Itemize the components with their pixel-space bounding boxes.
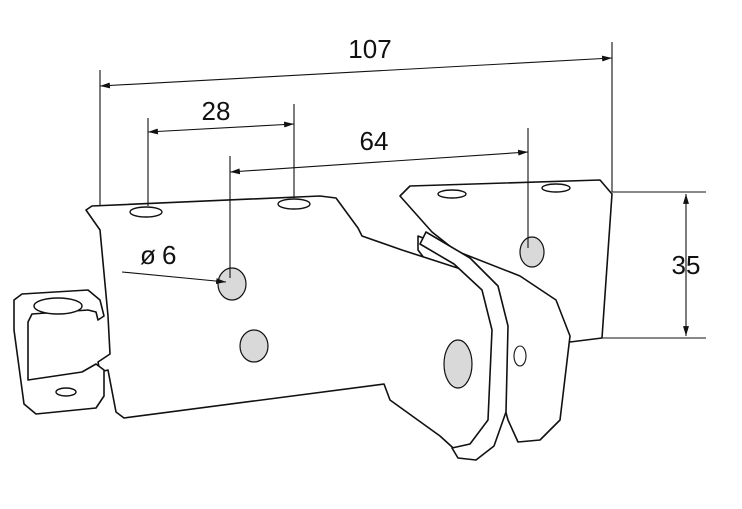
hole-dia-6 [217, 267, 247, 301]
dim-107-line [99, 55, 613, 89]
tab-hole-upper [33, 297, 83, 315]
dim-35-label: 35 [672, 250, 701, 280]
mounting-tab [13, 289, 105, 415]
dim-28-line [147, 121, 295, 135]
slot-hole-1 [129, 206, 163, 218]
dimension-lines [99, 42, 706, 339]
dim-64-line [229, 149, 529, 175]
tab-hole-lower [55, 387, 77, 397]
dim-28-label: 28 [202, 96, 231, 126]
pivot-hole [443, 339, 473, 389]
pivot-pin [513, 345, 527, 367]
face-hole-lower [239, 329, 269, 363]
dim-dia-symbol: ø [140, 240, 156, 270]
pivot-arm-front [419, 231, 509, 461]
dim-dia-label: 6 [162, 240, 176, 270]
right-plate-hole [519, 236, 545, 268]
dim-dia-leader [121, 271, 227, 285]
dim-107-label: 107 [348, 34, 391, 64]
slot-hole-4 [541, 183, 571, 193]
hinge-bracket [13, 179, 613, 461]
slot-hole-3 [437, 189, 467, 199]
dim-64-label: 64 [360, 126, 389, 156]
slot-hole-2 [277, 198, 311, 210]
